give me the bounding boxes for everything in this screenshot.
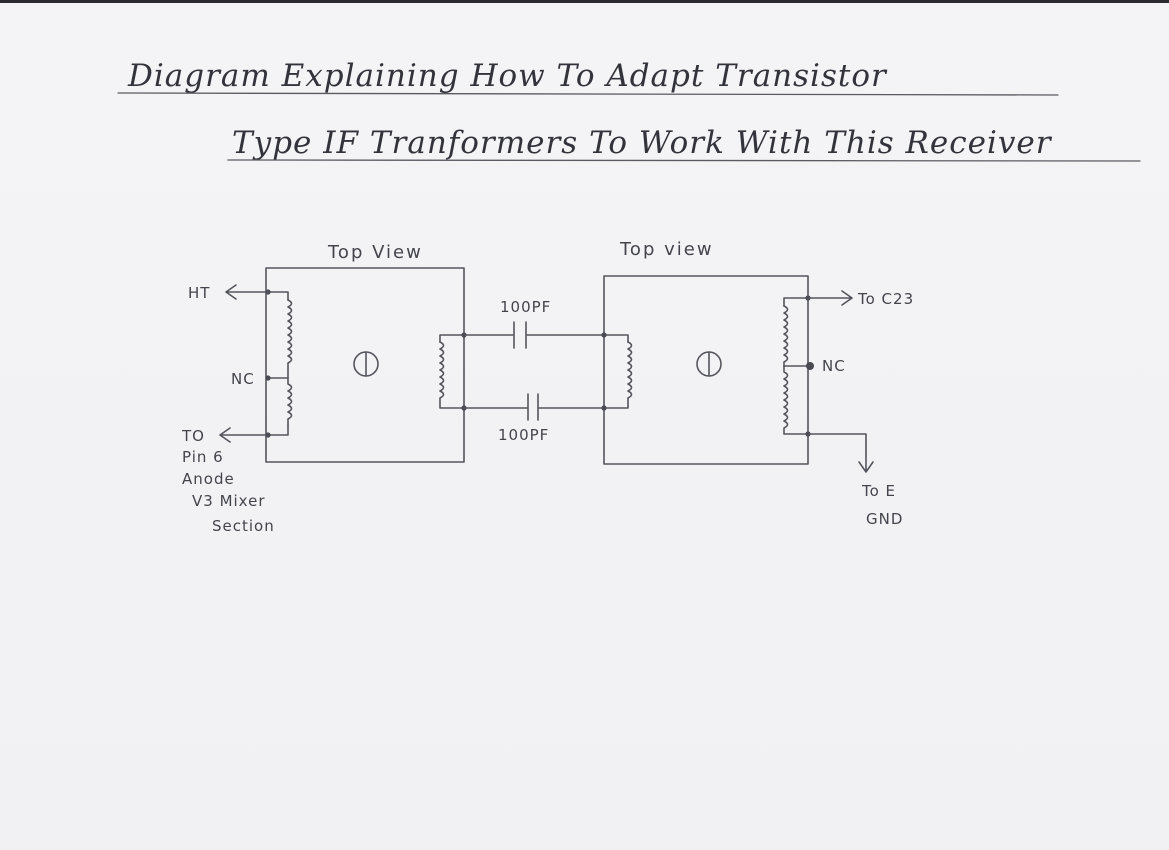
left-nc-label: NC: [231, 370, 255, 388]
ht-label: HT: [188, 284, 210, 302]
right-transformer-can: [603, 275, 809, 465]
svg-text:Pin 6: Pin 6: [182, 448, 224, 466]
left-primary-coil-lower: [287, 377, 293, 427]
pin6-label: TO Pin 6 Anode V3 Mixer Section: [181, 427, 275, 535]
capacitor-top: 100PF: [463, 298, 605, 349]
title-line-1: Diagram Explaining How To Adapt Transist…: [127, 58, 888, 94]
pin6-arrow: [219, 427, 269, 443]
title-underline-2: [227, 159, 1141, 162]
left-transformer-can: [265, 267, 465, 463]
right-view-label: Top view: [619, 239, 714, 260]
capacitor-top-value: 100PF: [500, 298, 551, 316]
right-secondary-coil-lower: [783, 365, 809, 435]
left-view-label: Top View: [327, 242, 423, 263]
right-secondary-coil-upper: [783, 305, 789, 367]
svg-text:To E: To E: [861, 482, 896, 500]
diagram-title: Diagram Explaining How To Adapt Transist…: [117, 58, 1141, 162]
svg-text:V3 Mixer: V3 Mixer: [192, 492, 266, 510]
left-secondary-coil: [439, 341, 465, 409]
title-underline-1: [117, 92, 1059, 96]
ground-label: To E GND: [861, 482, 903, 528]
left-primary-coil-upper: [287, 299, 293, 379]
scan-edge: [0, 0, 1169, 3]
right-primary-coil: [603, 341, 633, 409]
right-transformer: [601, 275, 814, 465]
left-transformer: [265, 267, 467, 463]
capacitor-bottom: 100PF: [463, 393, 605, 444]
svg-text:TO: TO: [181, 427, 205, 445]
svg-text:Section: Section: [212, 517, 275, 535]
ht-arrow: [225, 284, 269, 300]
right-nc-label: NC: [822, 357, 846, 375]
capacitor-bottom-value: 100PF: [498, 426, 549, 444]
ground-arrow: [807, 433, 874, 473]
svg-text:GND: GND: [866, 510, 903, 528]
svg-text:Anode: Anode: [182, 470, 235, 488]
c23-arrow: [807, 290, 853, 306]
title-line-2: Type IF Tranformers To Work With This Re…: [232, 125, 1053, 161]
c23-label: To C23: [857, 290, 914, 308]
